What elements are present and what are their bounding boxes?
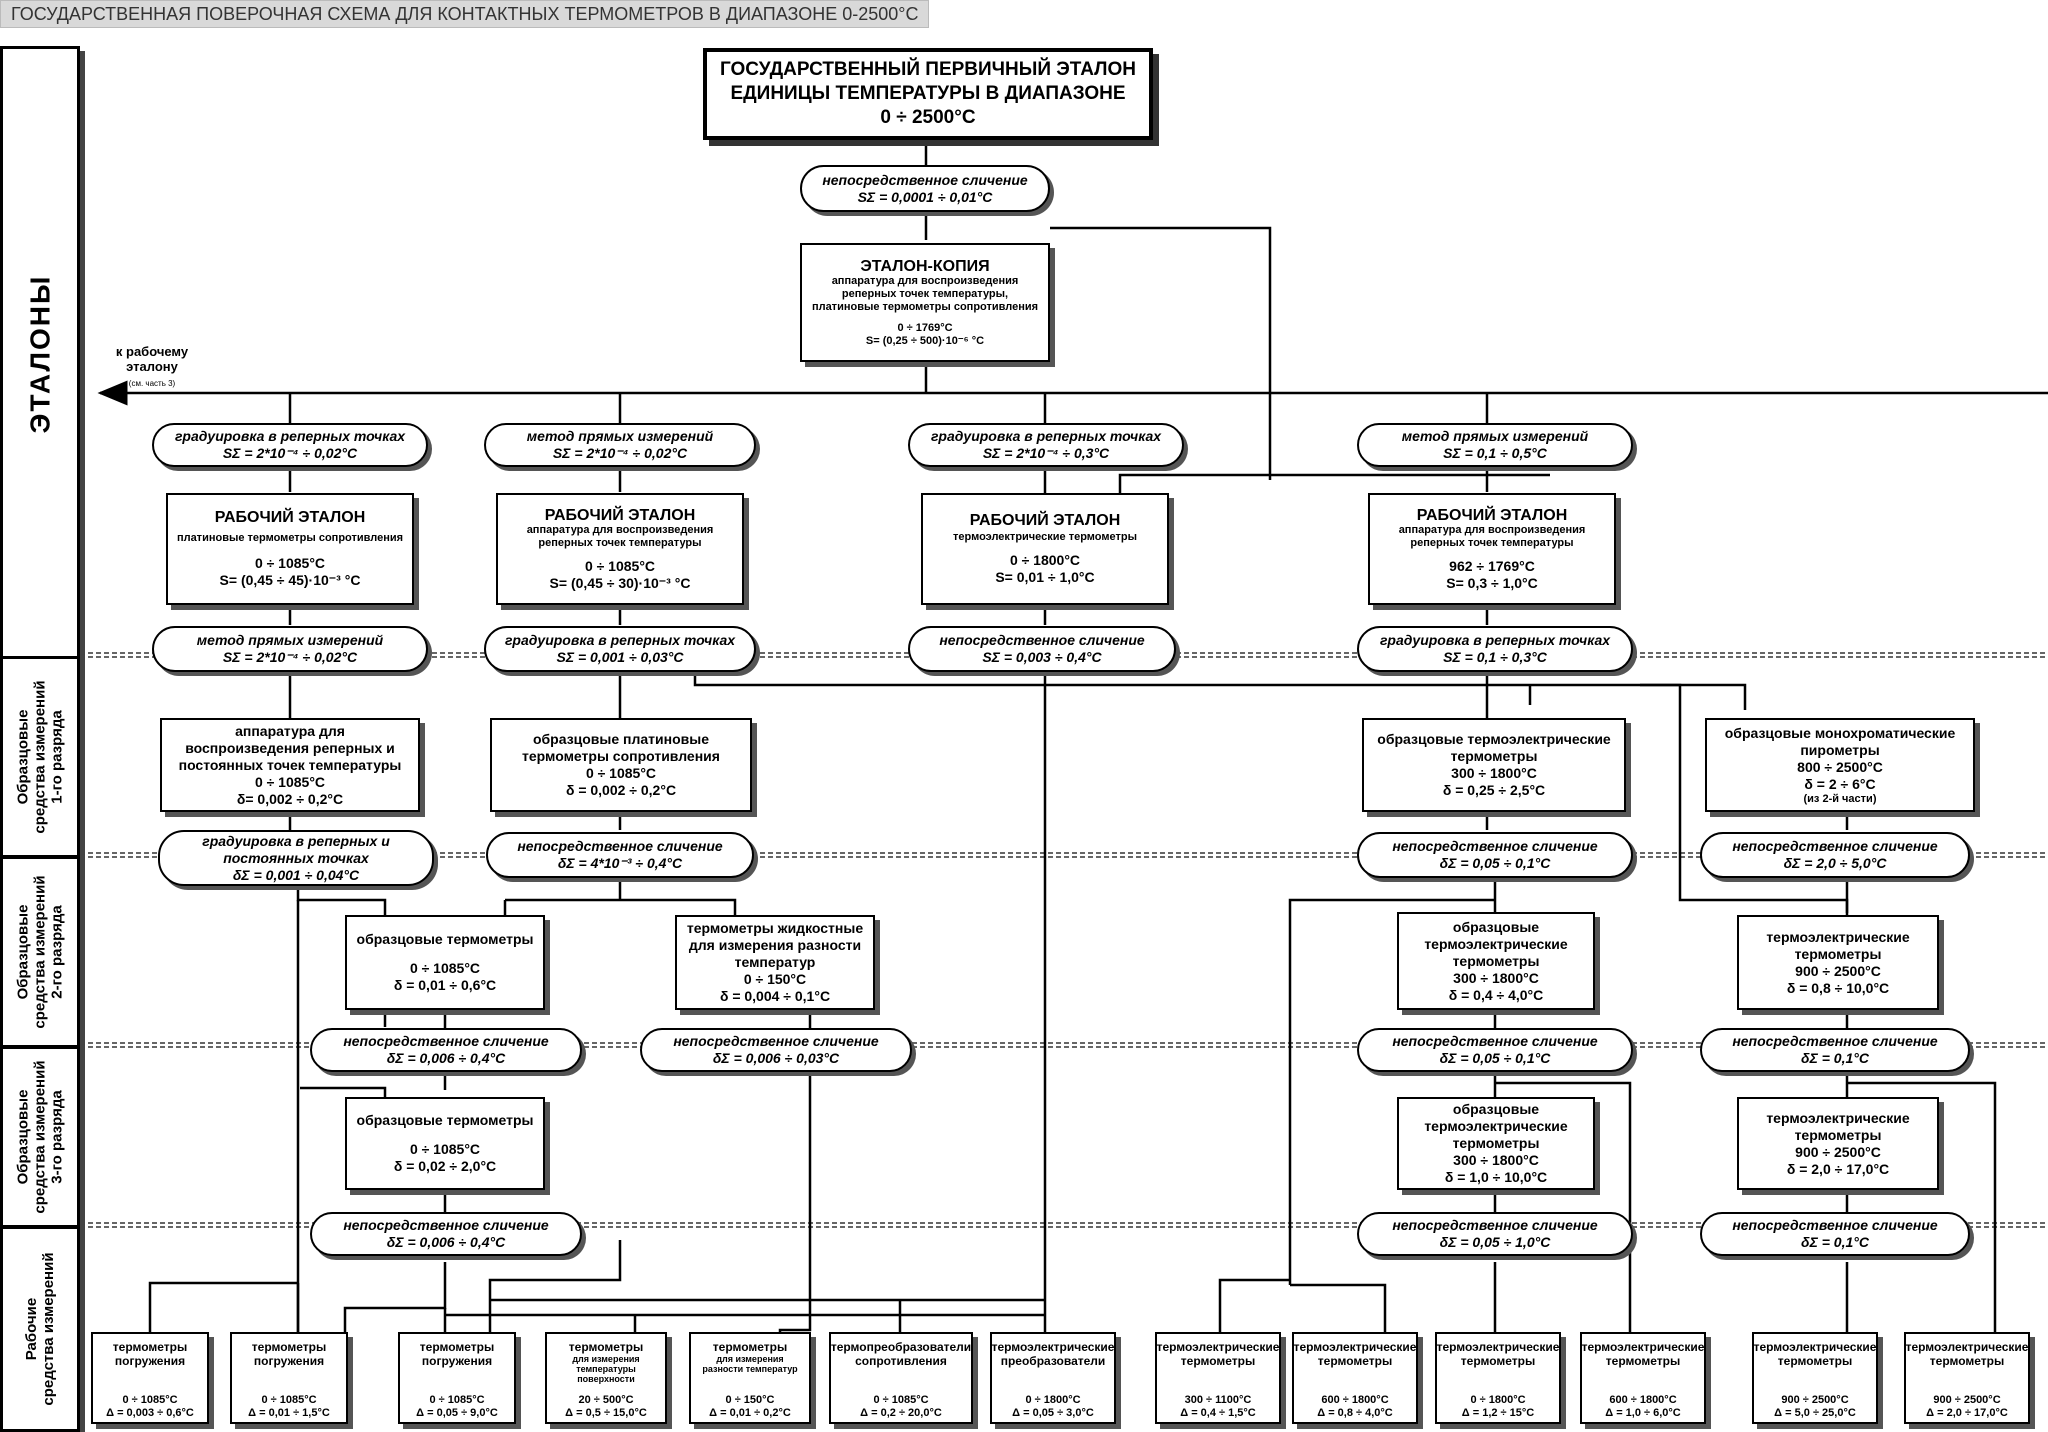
working-etalon: РАБОЧИЙ ЭТАЛОН платиновые термометры соп…	[166, 493, 414, 605]
primary-standard-range: 0 ÷ 2500°С	[880, 107, 976, 128]
rank1-device: образцовые платиновые термометры сопроти…	[490, 718, 752, 812]
side-note: к рабочему эталону (см. часть 3)	[115, 344, 189, 388]
rank2-device: термометры жидкостные для измерения разн…	[675, 915, 875, 1010]
rank3-device: образцовые термоэлектрические термометры…	[1397, 1097, 1595, 1190]
working-etalon: РАБОЧИЙ ЭТАЛОН аппаратура для воспроизве…	[496, 493, 744, 605]
band-rank-1: Образцовые средства измерений 1-го разря…	[0, 656, 80, 858]
rank1-device: образцовые монохроматические пирометры 8…	[1705, 718, 1975, 812]
rank2-device: образцовые термоэлектрические термометры…	[1397, 912, 1595, 1010]
band-rank-3: Образцовые средства измерений 3-го разря…	[0, 1046, 80, 1228]
band-working: Рабочие средства измерений	[0, 1226, 80, 1432]
rank2-device: термоэлектрические термометры 900 ÷ 2500…	[1737, 915, 1939, 1010]
diagram-title: ГОСУДАРСТВЕННАЯ ПОВЕРОЧНАЯ СХЕМА ДЛЯ КОН…	[0, 0, 930, 28]
rank1-device: аппаратура для воспроизведения реперных …	[160, 718, 420, 812]
band-rank-2: Образцовые средства измерений 2-го разря…	[0, 856, 80, 1048]
rank3-device: образцовые термометры 0 ÷ 1085°С δ = 0,0…	[345, 1097, 545, 1190]
working-etalon: РАБОЧИЙ ЭТАЛОН термоэлектрические термом…	[921, 493, 1169, 605]
rank3-device: термоэлектрические термометры 900 ÷ 2500…	[1737, 1097, 1939, 1190]
rank2-device: образцовые термометры 0 ÷ 1085°С δ = 0,0…	[345, 915, 545, 1010]
rank1-device: образцовые термоэлектрические термометры…	[1362, 718, 1626, 812]
working-etalon: РАБОЧИЙ ЭТАЛОН аппаратура для воспроизве…	[1368, 493, 1616, 605]
etalon-copy: ЭТАЛОН-КОПИЯ аппаратура для воспроизведе…	[800, 243, 1050, 362]
primary-standard-line2: ЕДИНИЦЫ ТЕМПЕРАТУРЫ В ДИАПАЗОНЕ	[730, 83, 1126, 104]
primary-standard-line1: ГОСУДАРСТВЕННЫЙ ПЕРВИЧНЫЙ ЭТАЛОН	[719, 59, 1136, 80]
band-etalony: ЭТАЛОНЫ	[0, 46, 80, 662]
primary-standard: ГОСУДАРСТВЕННЫЙ ПЕРВИЧНЫЙ ЭТАЛОН ЕДИНИЦЫ…	[703, 48, 1153, 140]
